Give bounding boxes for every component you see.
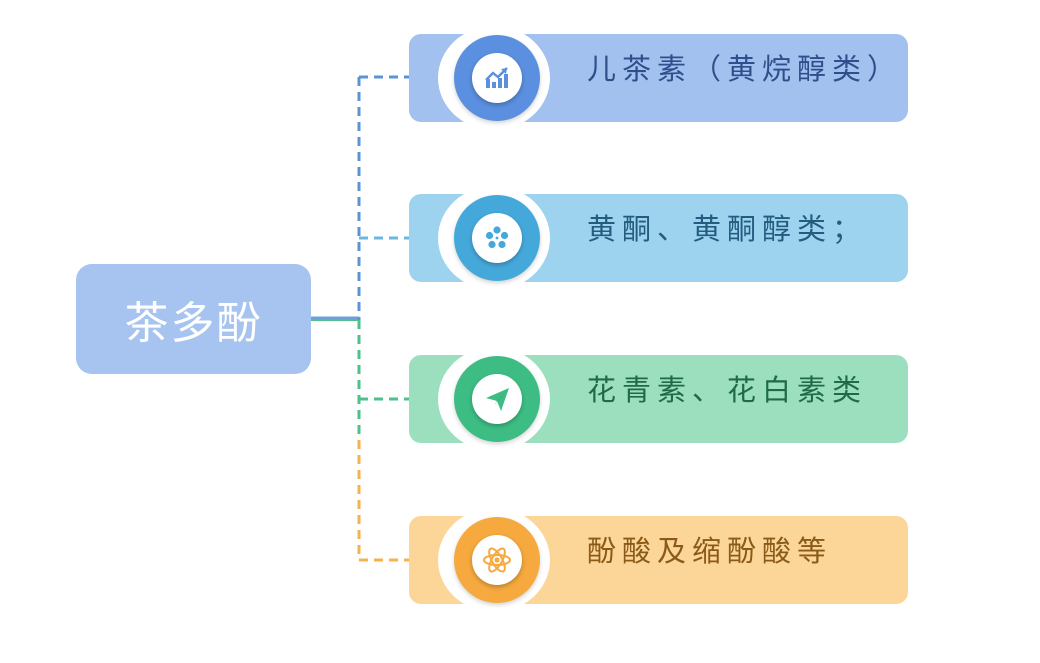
root-label: 茶多酚: [124, 298, 263, 349]
badge-2: [454, 195, 540, 281]
branch-phenolic-acids: 酚酸及缩酚酸等: [409, 508, 908, 612]
branch-label-4: 酚酸及缩酚酸等: [587, 534, 833, 568]
branch-catechins: 儿茶素（黄烷醇类）: [409, 26, 908, 130]
badge-1: [454, 35, 540, 121]
branch-flavonoids: 黄酮、黄酮醇类；: [409, 186, 908, 290]
paper-plane-icon: [472, 374, 522, 424]
film-reel-icon: [472, 213, 522, 263]
root-node: 茶多酚: [76, 264, 311, 374]
badge-3: [454, 356, 540, 442]
branch-label-2: 黄酮、黄酮醇类；: [587, 212, 868, 246]
branch-label-3: 花青素、花白素类: [587, 373, 868, 407]
atom-icon: [472, 535, 522, 585]
branch-label-1: 儿茶素（黄烷醇类）: [587, 52, 903, 86]
badge-4: [454, 517, 540, 603]
trend-chart-icon: [472, 53, 522, 103]
branch-anthocyanins: 花青素、花白素类: [409, 347, 908, 451]
